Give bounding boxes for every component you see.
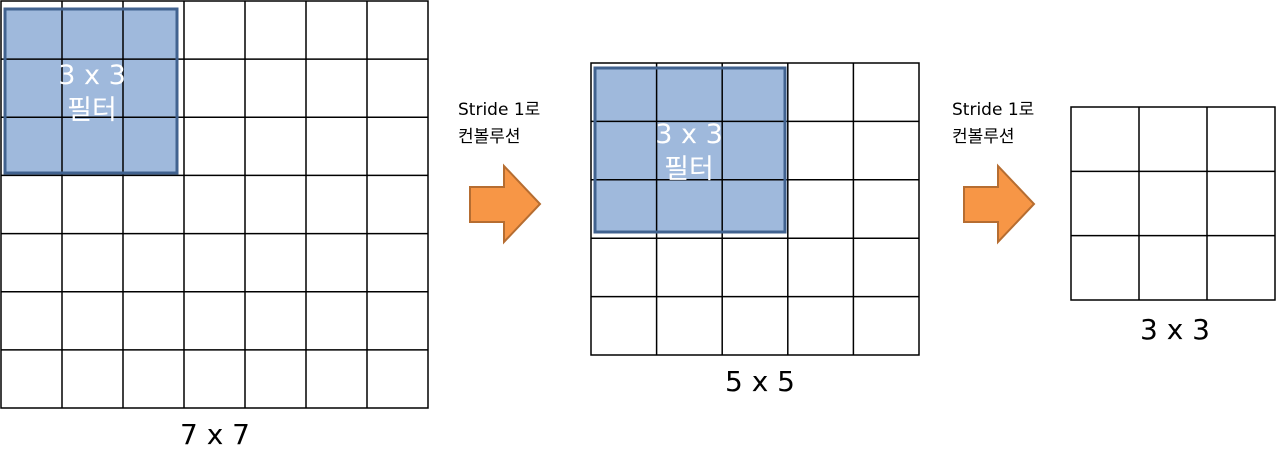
filter-label-2: 3 x 3 필터 — [599, 117, 779, 187]
step-label-1: Stride 1로 컨볼루션 — [458, 97, 540, 151]
step-line1: Stride 1로 — [952, 100, 1035, 120]
grid-size-label-3: 3 x 3 — [1140, 313, 1210, 346]
grid-border — [0, 0, 429, 409]
filter-border — [593, 66, 787, 234]
filter-overlay — [595, 68, 785, 232]
step-label-2: Stride 1로 컨볼루션 — [952, 97, 1034, 151]
filter-label-1: 3 x 3 필터 — [2, 58, 182, 128]
filter-name-text: 필터 — [67, 95, 117, 126]
step-line2: 컨볼루션 — [458, 127, 521, 147]
right-arrow-icon — [963, 163, 1036, 245]
filter-name-text: 필터 — [664, 154, 714, 185]
grid-border — [590, 62, 920, 356]
right-arrow-icon — [469, 163, 542, 245]
grid-size-label-1: 7 x 7 — [180, 418, 250, 451]
filter-overlay — [5, 9, 177, 173]
filter-border — [3, 7, 179, 175]
step-line2: 컨볼루션 — [952, 127, 1015, 147]
grid-border — [1070, 106, 1276, 301]
step-line1: Stride 1로 — [458, 100, 541, 120]
filter-size-text: 3 x 3 — [58, 60, 126, 91]
filter-size-text: 3 x 3 — [655, 119, 723, 150]
grid-size-label-2: 5 x 5 — [725, 365, 795, 398]
